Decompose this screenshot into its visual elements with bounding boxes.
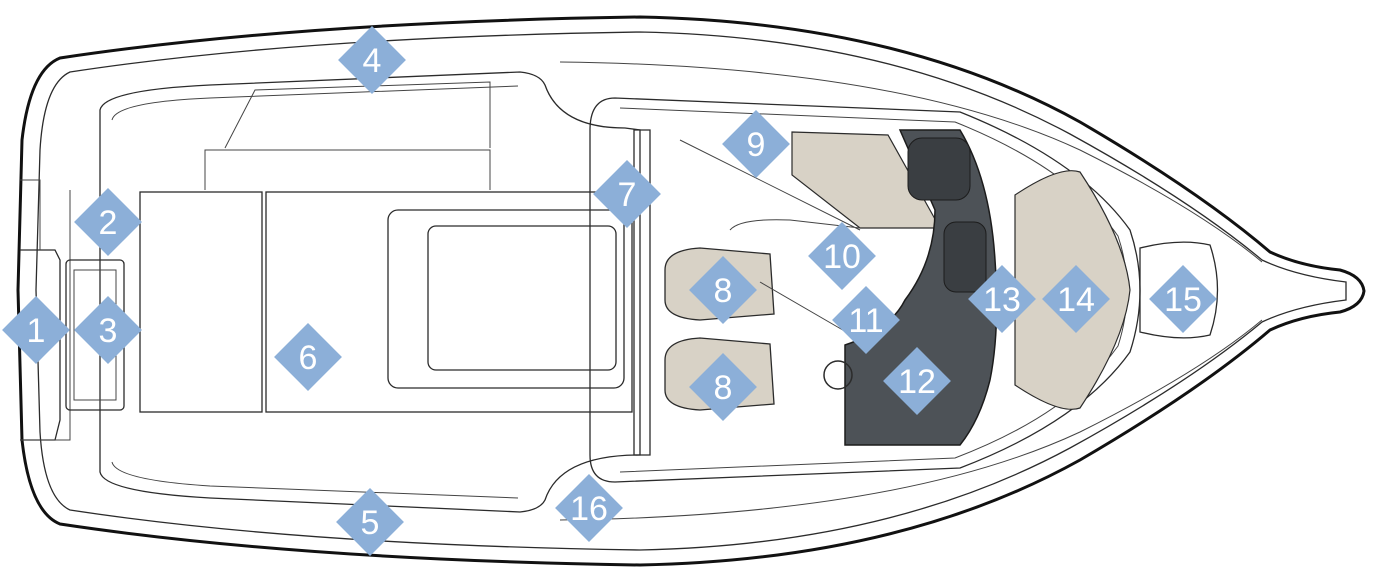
rear-bench-left: [139, 191, 263, 413]
marker-diamond: [338, 26, 406, 94]
steering-wheel: [823, 360, 853, 390]
marker-m11: 11: [832, 286, 900, 354]
marker-label: 16: [570, 490, 608, 528]
marker-label: 10: [823, 238, 861, 276]
rear-bench-right: [265, 191, 633, 413]
marker-label: 5: [361, 504, 380, 542]
marker-label: 1: [27, 312, 46, 350]
marker-diamond: [274, 323, 342, 391]
marker-m4: 4: [338, 26, 406, 94]
marker-label: 8: [714, 272, 733, 310]
marker-label: 9: [747, 126, 766, 164]
marker-label: 4: [363, 42, 382, 80]
cockpit-table: [387, 209, 625, 389]
marker-m14: 14: [1042, 265, 1110, 333]
marker-diamond: [2, 296, 70, 364]
cockpit-table-top: [427, 225, 617, 371]
foredeck-line-lower: [559, 319, 1263, 521]
marker-label: 11: [848, 302, 883, 340]
marker-m16: 16: [555, 474, 623, 542]
marker-m6: 6: [274, 323, 342, 391]
cockpit-outline: [99, 71, 641, 513]
marker-label: 7: [618, 176, 637, 214]
marker-m12: 12: [883, 347, 951, 415]
marker-label: 13: [983, 281, 1021, 319]
marker-label: 3: [99, 312, 118, 350]
marker-label: 12: [898, 363, 936, 401]
helm-console: [844, 129, 998, 446]
console-display-upper: [907, 137, 971, 201]
marker-label: 15: [1164, 281, 1202, 319]
marker-m13: 13: [968, 265, 1036, 333]
marker-label: 14: [1057, 281, 1095, 319]
cockpit-inner-rim: [111, 85, 519, 499]
marker-m3: 3: [74, 296, 142, 364]
swim-step: [20, 179, 71, 441]
marker-m10: 10: [808, 222, 876, 290]
marker-label: 2: [99, 204, 118, 242]
marker-diamond: [74, 296, 142, 364]
windscreen-bulkhead: [633, 129, 651, 456]
marker-m15: 15: [1149, 265, 1217, 333]
marker-m1: 1: [2, 296, 70, 364]
marker-label: 6: [299, 339, 318, 377]
foredeck-line-upper: [559, 61, 1263, 263]
marker-label: 8: [714, 369, 733, 407]
console-display-lower: [943, 221, 987, 293]
gunwale-line: [35, 31, 1347, 551]
bow-hatch: [1139, 241, 1219, 339]
galley-cushion: [791, 131, 942, 229]
